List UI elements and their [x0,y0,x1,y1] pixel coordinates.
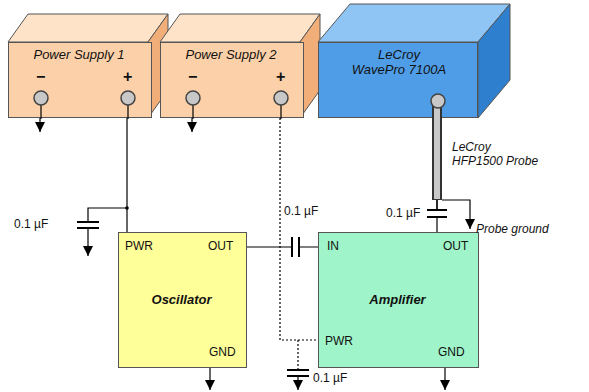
pin-label: − [36,69,45,85]
capacitor-symbol [292,237,299,257]
wire [126,118,127,232]
pin-label: IN [327,239,339,253]
box-title: Power Supply 1 [13,47,145,62]
box-title: Oscillator [123,293,240,307]
capacitor-value: 0.1 µF [313,371,347,385]
oscilloscope-box: LeCroy WavePro 7100A [318,42,478,118]
box-faces [8,4,510,118]
probe-label: LeCroy HFP1500 Probe [452,140,541,168]
pin-label: OUT [443,239,468,253]
wire-junction [125,206,129,210]
capacitor-symbol [427,210,447,217]
pin-label: GND [438,345,465,359]
pin-label: GND [209,345,236,359]
capacitor-value: 0.1 µF [386,206,420,220]
capacitor-symbol [77,222,99,228]
box-title: Amplifier [323,293,472,307]
oscillator-box: PWR OUT OscillatorGND [118,232,247,368]
wire [280,118,318,340]
power-supply-box: Power Supply 1 − + [8,42,152,118]
terminal-post [121,91,135,105]
pin-label: PWR [125,239,153,253]
terminal-post [274,91,288,105]
terminal-post [34,91,48,105]
capacitor-value: 0.1 µF [14,217,48,231]
power-supply-box: Power Supply 2 − + [160,42,304,118]
probe-cable [437,118,438,210]
box-title: Power Supply 2 [165,47,297,62]
pin-label: + [123,69,132,85]
pin-label: OUT [208,239,233,253]
amplifier-box: IN OUT AmplifierPWR GND [318,232,479,368]
box-title: LeCroy WavePro 7100A [351,47,448,77]
terminal-post [431,94,445,108]
probe-ground-label: Probe ground [476,222,549,236]
wire [247,246,318,247]
pin-label: PWR [325,334,353,348]
pin-label: + [276,69,285,85]
capacitor-value: 0.1 µF [284,204,318,218]
capacitor-symbol [287,370,309,376]
terminal-post [186,91,200,105]
pin-label: − [188,69,197,85]
